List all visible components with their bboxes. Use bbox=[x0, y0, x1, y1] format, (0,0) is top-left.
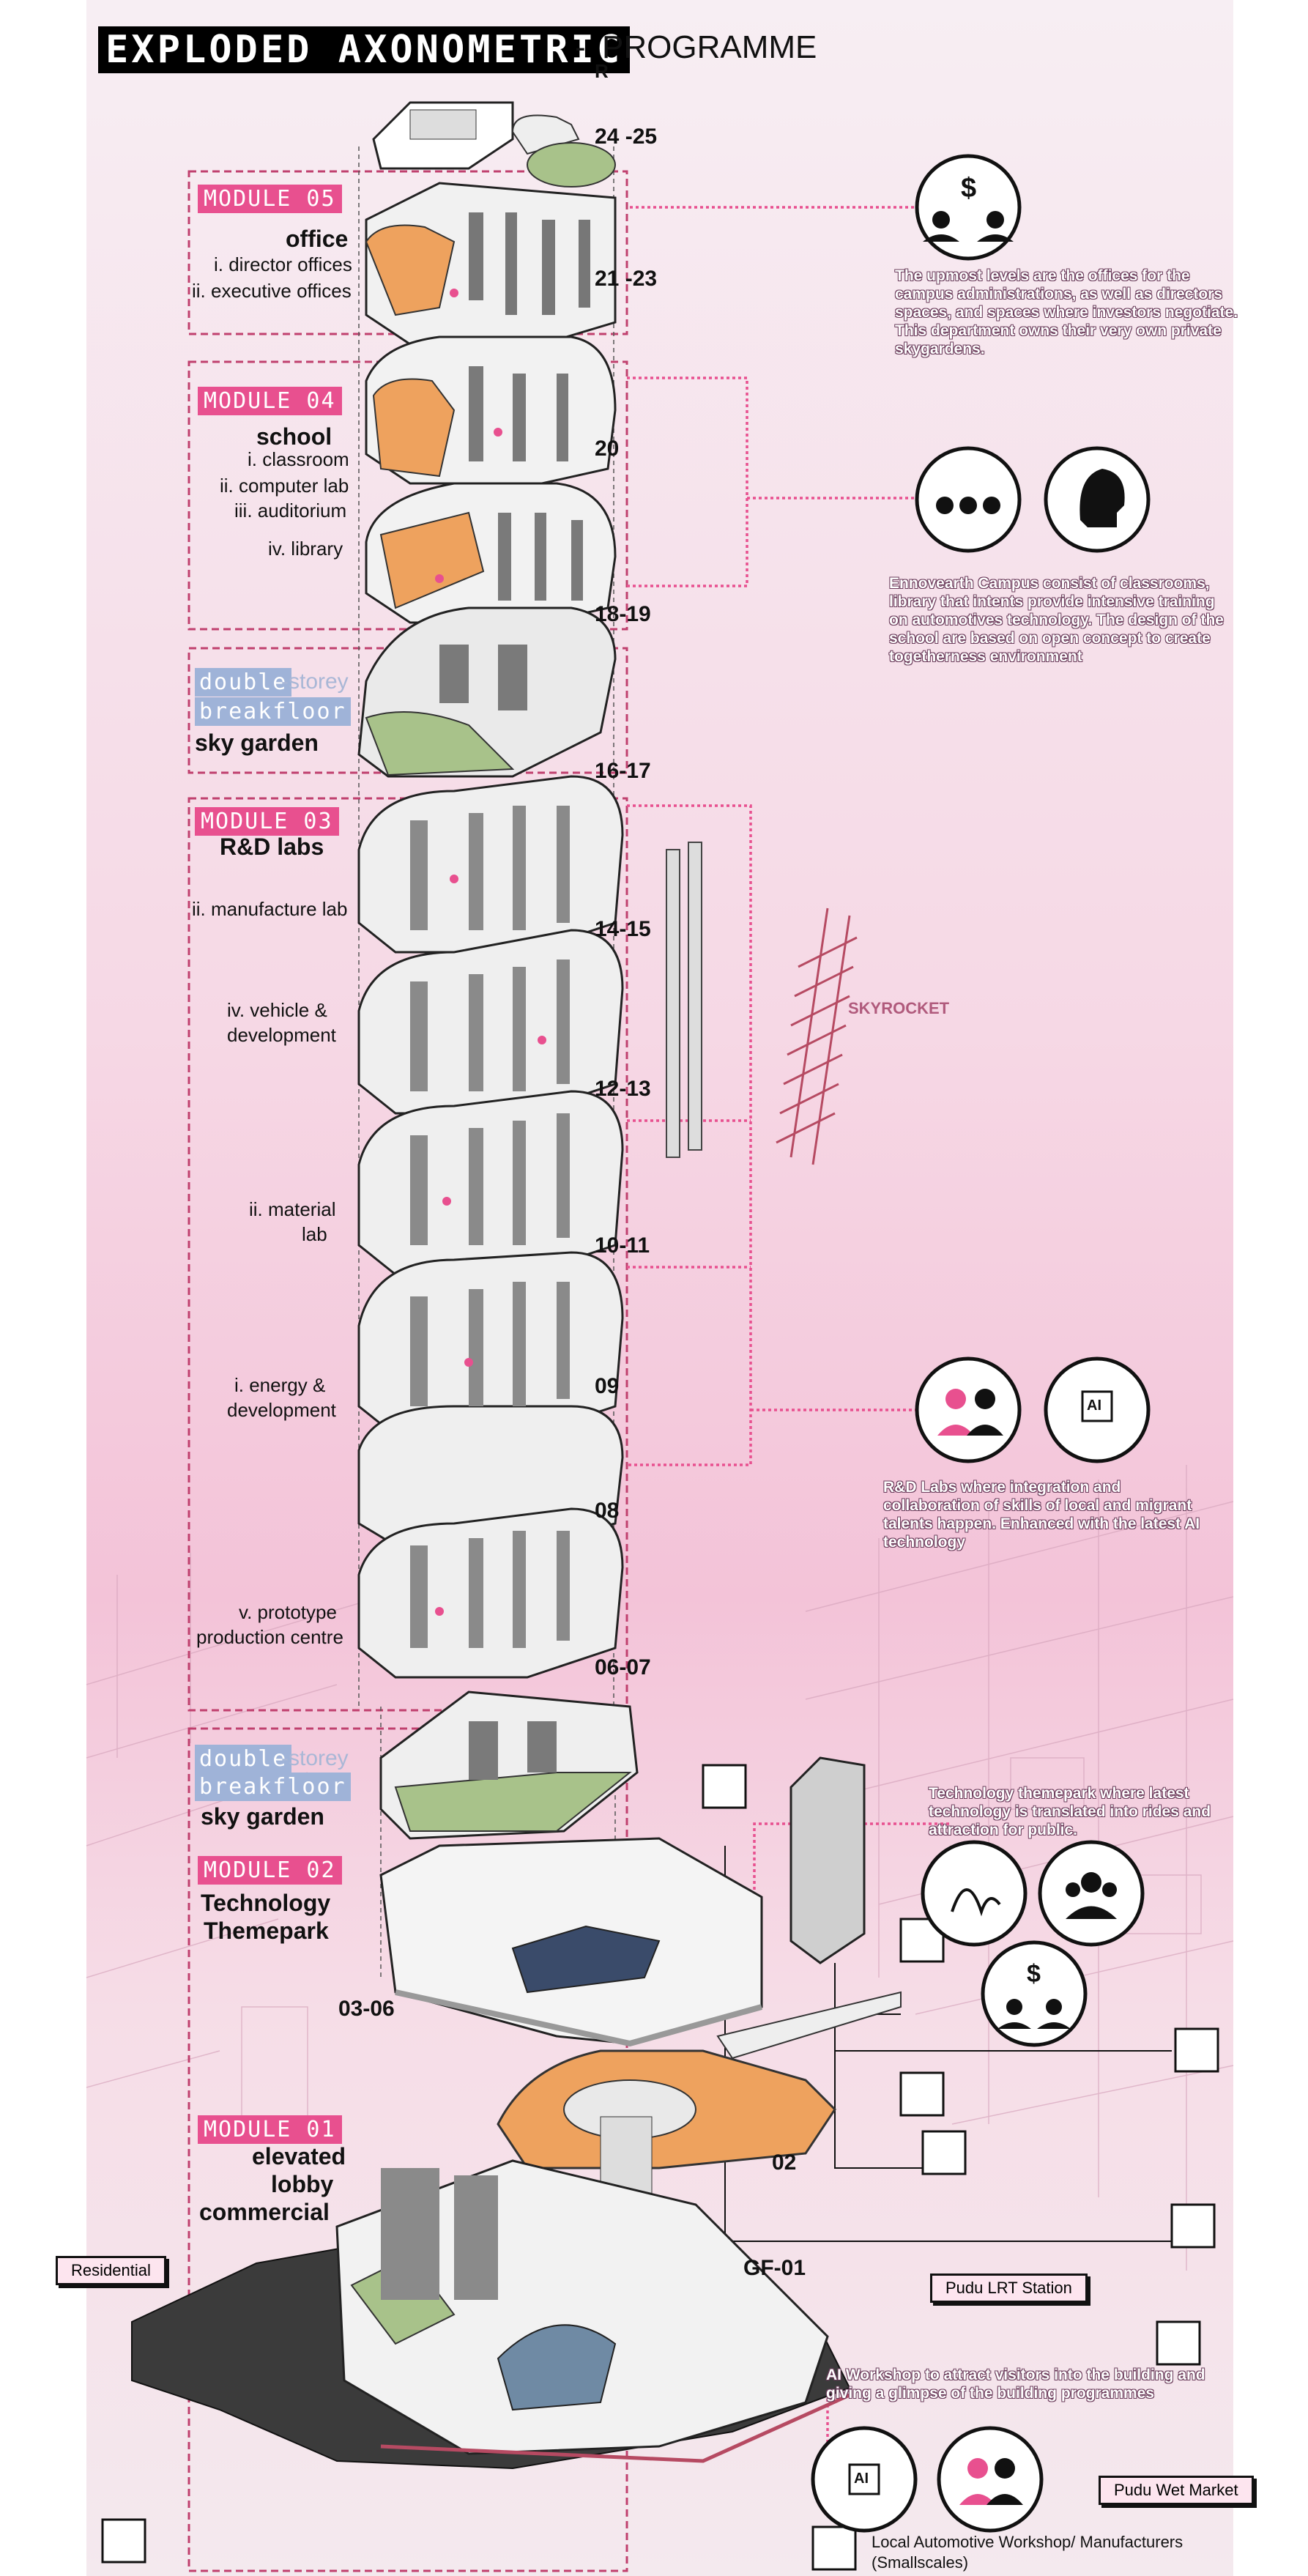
module-05-name: office bbox=[286, 226, 349, 252]
floor-08 bbox=[357, 1507, 624, 1679]
level-label: GF-01 bbox=[743, 2256, 806, 2280]
level-label: 16-17 bbox=[595, 759, 651, 783]
module-03-item: ii. manufacture lab bbox=[192, 898, 348, 920]
breakfloor-pill: breakfloor bbox=[195, 697, 351, 726]
themepark-block bbox=[379, 1837, 763, 2047]
title-marker: R bbox=[595, 60, 609, 82]
tower-element bbox=[789, 1756, 866, 1964]
themepark-description: Technology themepark where latest techno… bbox=[929, 1785, 1211, 1838]
module-01-tag: MODULE 01 bbox=[198, 2115, 342, 2144]
wet-market-tag: Pudu Wet Market bbox=[1099, 2476, 1254, 2505]
sky-garden-label: sky garden bbox=[201, 1803, 324, 1830]
slide bbox=[716, 1991, 902, 2060]
ai-chip-icon: AI bbox=[854, 2471, 869, 2487]
dollar-icon: $ bbox=[1027, 1960, 1041, 1988]
module-04-item: ii. computer lab bbox=[220, 475, 349, 497]
module-01-name: commercial bbox=[199, 2199, 330, 2225]
investors-icon bbox=[915, 154, 1022, 261]
rnd-interior-walls bbox=[410, 806, 570, 1648]
module-05-item: ii. executive offices bbox=[192, 280, 352, 302]
level-label: 09 bbox=[595, 1374, 620, 1398]
skyrocket-label: SKYROCKET bbox=[848, 999, 950, 1017]
footer-line-1: Local Automotive Workshop/ Manufacturers bbox=[872, 2533, 1183, 2551]
module-03-item: development bbox=[227, 1024, 336, 1046]
level-label: 06-07 bbox=[595, 1655, 651, 1679]
level-label: 12-13 bbox=[595, 1077, 651, 1101]
lrt-tag: Pudu LRT Station bbox=[930, 2274, 1088, 2303]
module-05-item: i. director offices bbox=[214, 253, 352, 275]
level-label: 10-11 bbox=[595, 1233, 650, 1258]
residential-tag: Residential bbox=[56, 2256, 166, 2285]
rnd-floors bbox=[357, 775, 624, 1679]
roof-24-25 bbox=[372, 101, 616, 188]
double-pill: double bbox=[195, 1745, 292, 1773]
module-02-name: Themepark bbox=[204, 1918, 329, 1944]
ai-chip-icon: AI bbox=[1087, 1398, 1101, 1414]
module-04-name: school bbox=[256, 423, 332, 450]
workshop-description: AI Workshop to attract visitors into the… bbox=[826, 2367, 1205, 2402]
floor-21-23 bbox=[365, 182, 617, 346]
crowd-icon bbox=[1038, 1840, 1145, 1947]
workers-icon-2 bbox=[937, 2426, 1044, 2533]
school-description: Ennovearth Campus consist of classrooms,… bbox=[889, 575, 1224, 665]
dollar-icon: $ bbox=[961, 173, 977, 204]
floor-16-17 bbox=[357, 775, 624, 954]
module-01-name: lobby bbox=[271, 2171, 334, 2197]
title-black-box: EXPLODED AXONOMETRIC bbox=[98, 26, 631, 73]
module-04-item: iii. auditorium bbox=[234, 500, 347, 521]
skyrocket-rollercoaster bbox=[776, 907, 858, 1165]
module-03-item: ii. material bbox=[249, 1198, 336, 1220]
storey-label: -storey bbox=[281, 669, 349, 694]
level-label: 02 bbox=[772, 2150, 797, 2175]
module-03-tag: MODULE 03 bbox=[195, 807, 339, 836]
module-03-item: i. energy & bbox=[234, 1374, 326, 1396]
module-01-name: elevated bbox=[252, 2143, 346, 2169]
ground-level-gf-01 bbox=[131, 2159, 851, 2470]
footer-line-2: (Smallscales) bbox=[872, 2553, 969, 2572]
level-label: 20 bbox=[595, 437, 620, 461]
module-02-name: Technology bbox=[201, 1890, 331, 1916]
office-description: The upmost levels are the offices for th… bbox=[895, 267, 1238, 357]
sky-garden-upper bbox=[357, 606, 617, 778]
title-dash: - bbox=[575, 29, 586, 65]
module-03-name: R&D labs bbox=[220, 834, 324, 860]
sky-garden-label: sky garden bbox=[195, 730, 319, 756]
workers-icon bbox=[915, 1356, 1022, 1463]
level-label: 14-15 bbox=[595, 917, 651, 941]
floor-12-13 bbox=[357, 1090, 624, 1276]
sky-garden-lower bbox=[379, 1690, 639, 1840]
investors-icon-2 bbox=[981, 1940, 1088, 2047]
module-04-tag: MODULE 04 bbox=[198, 387, 342, 415]
breakfloor-pill: breakfloor bbox=[195, 1773, 351, 1801]
module-03-item: iv. vehicle & bbox=[227, 999, 327, 1021]
module-04-item: iv. library bbox=[268, 538, 343, 560]
rnd-description: R&D Labs where integration and collabora… bbox=[883, 1479, 1200, 1551]
module-03-item: lab bbox=[302, 1223, 327, 1245]
icon-glyphs bbox=[848, 211, 1125, 2505]
level-label: 18-19 bbox=[595, 602, 651, 626]
skyrocket-columns bbox=[666, 842, 702, 1158]
symbol-squares bbox=[101, 1764, 1219, 2571]
module-03-item: production centre bbox=[196, 1626, 343, 1648]
storey-label: -storey bbox=[281, 1746, 349, 1770]
module-05-tag: MODULE 05 bbox=[198, 185, 342, 213]
level-label: 03-06 bbox=[338, 1997, 395, 2021]
level-label: 21 -23 bbox=[595, 267, 658, 291]
module-04-item: i. classroom bbox=[248, 448, 349, 470]
module-02-tag: MODULE 02 bbox=[198, 1856, 342, 1885]
level-label: 08 bbox=[595, 1499, 620, 1523]
title-suffix: PROGRAMME bbox=[602, 29, 817, 65]
title-text: EXPLODED AXONOMETRIC bbox=[105, 28, 623, 72]
floor-20 bbox=[365, 335, 617, 485]
level-label: 24 -25 bbox=[595, 125, 658, 149]
module-03-item: development bbox=[227, 1399, 336, 1421]
module-03-item: v. prototype bbox=[239, 1601, 337, 1623]
floor-18-19 bbox=[365, 482, 617, 624]
double-pill: double bbox=[195, 668, 292, 697]
